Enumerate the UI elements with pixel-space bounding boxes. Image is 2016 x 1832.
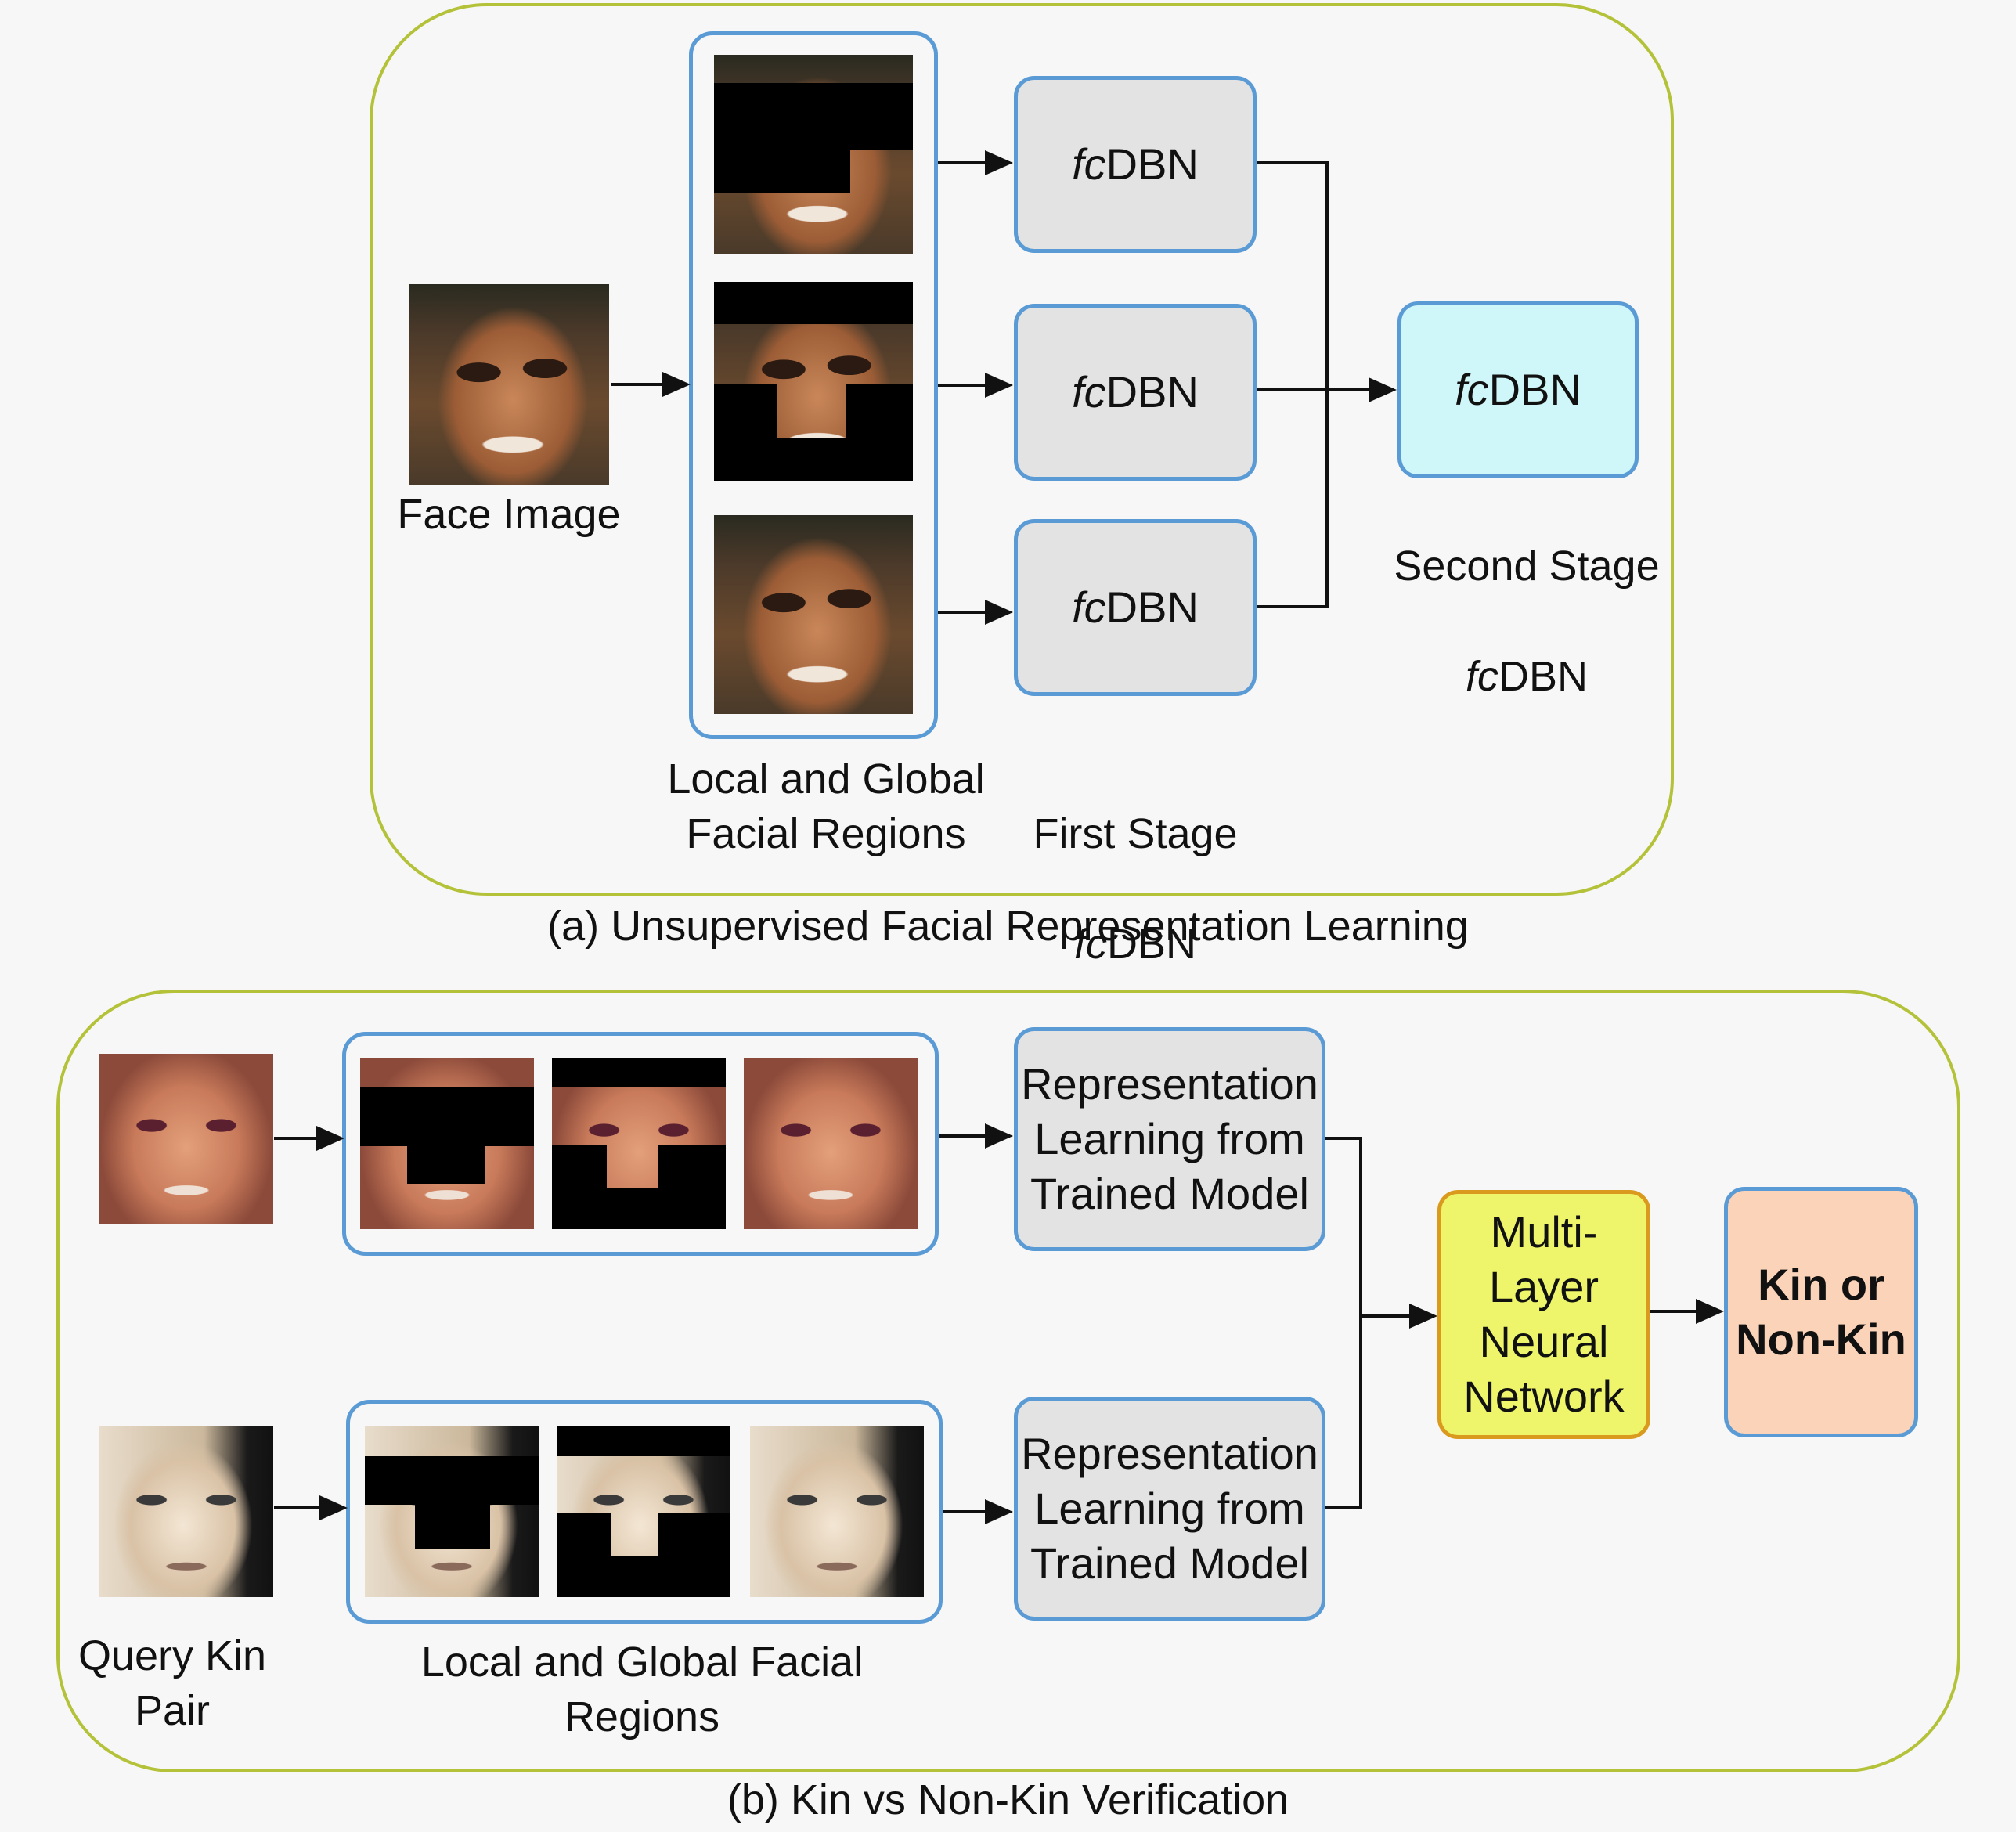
query-face-1 [99, 1054, 273, 1224]
region-crop-3 [714, 515, 913, 714]
first-stage-fcdbn-2: fcDBN [1014, 304, 1257, 481]
face-image-label: Face Image [397, 491, 621, 538]
mlnn-text: Multi- Layer Neural Network [1463, 1207, 1625, 1421]
regions-label-b: Local and Global Facial Regions [420, 1639, 864, 1741]
query-pair-label: Query Kin Pair [78, 1632, 267, 1735]
bracket-first-stage [1257, 161, 1329, 608]
regions-label-a: Local and Global Facial Regions [667, 756, 985, 858]
region-b1-crop-2 [552, 1058, 726, 1229]
fcdbn-text-2: fcDBN [1072, 367, 1199, 417]
second-stage-fcdbn-text: fcDBN [1455, 365, 1581, 414]
caption-b: (b) Kin vs Non-Kin Verification [727, 1776, 1289, 1823]
region-b2-crop-2 [557, 1426, 730, 1597]
first-stage-fcdbn-1: fcDBN [1014, 76, 1257, 253]
rep-learning-text-top: Representation Learning from Trained Mod… [1021, 1059, 1318, 1218]
first-stage-fcdbn-3: fcDBN [1014, 519, 1257, 696]
bracket-rep [1325, 1137, 1362, 1509]
rep-learning-text-bottom: Representation Learning from Trained Mod… [1021, 1429, 1318, 1588]
region-crop-2 [714, 282, 913, 481]
region-b1-crop-3 [744, 1058, 918, 1229]
fcdbn-text-3: fcDBN [1072, 582, 1199, 632]
second-stage-label-line1: Second Stage [1394, 543, 1660, 590]
first-stage-label: First Stage fcDBN [971, 752, 1300, 1026]
fcdbn-text-1: fcDBN [1072, 139, 1199, 189]
second-stage-fcdbn: fcDBN [1397, 301, 1639, 478]
first-stage-label-line1: First Stage [1033, 810, 1238, 858]
rep-learning-node-top: Representation Learning from Trained Mod… [1014, 1027, 1325, 1251]
kin-output-text: Kin or Non-Kin [1736, 1260, 1906, 1364]
region-b2-crop-3 [750, 1426, 924, 1597]
caption-a: (a) Unsupervised Facial Representation L… [547, 903, 1469, 950]
region-crop-1 [714, 55, 913, 254]
region-b1-crop-1 [360, 1058, 534, 1229]
kin-output-node: Kin or Non-Kin [1724, 1187, 1918, 1437]
panel-a-frame [370, 3, 1674, 896]
face-image-a [409, 284, 609, 485]
mlnn-node: Multi- Layer Neural Network [1437, 1190, 1650, 1439]
first-stage-label-line2: fcDBN [1073, 920, 1197, 968]
region-b2-crop-1 [365, 1426, 539, 1597]
second-stage-label: Second Stage fcDBN [1362, 484, 1691, 759]
rep-learning-node-bottom: Representation Learning from Trained Mod… [1014, 1397, 1325, 1621]
panel-b-frame [56, 990, 1960, 1772]
second-stage-label-line2: fcDBN [1465, 652, 1589, 700]
query-face-2 [99, 1426, 273, 1597]
